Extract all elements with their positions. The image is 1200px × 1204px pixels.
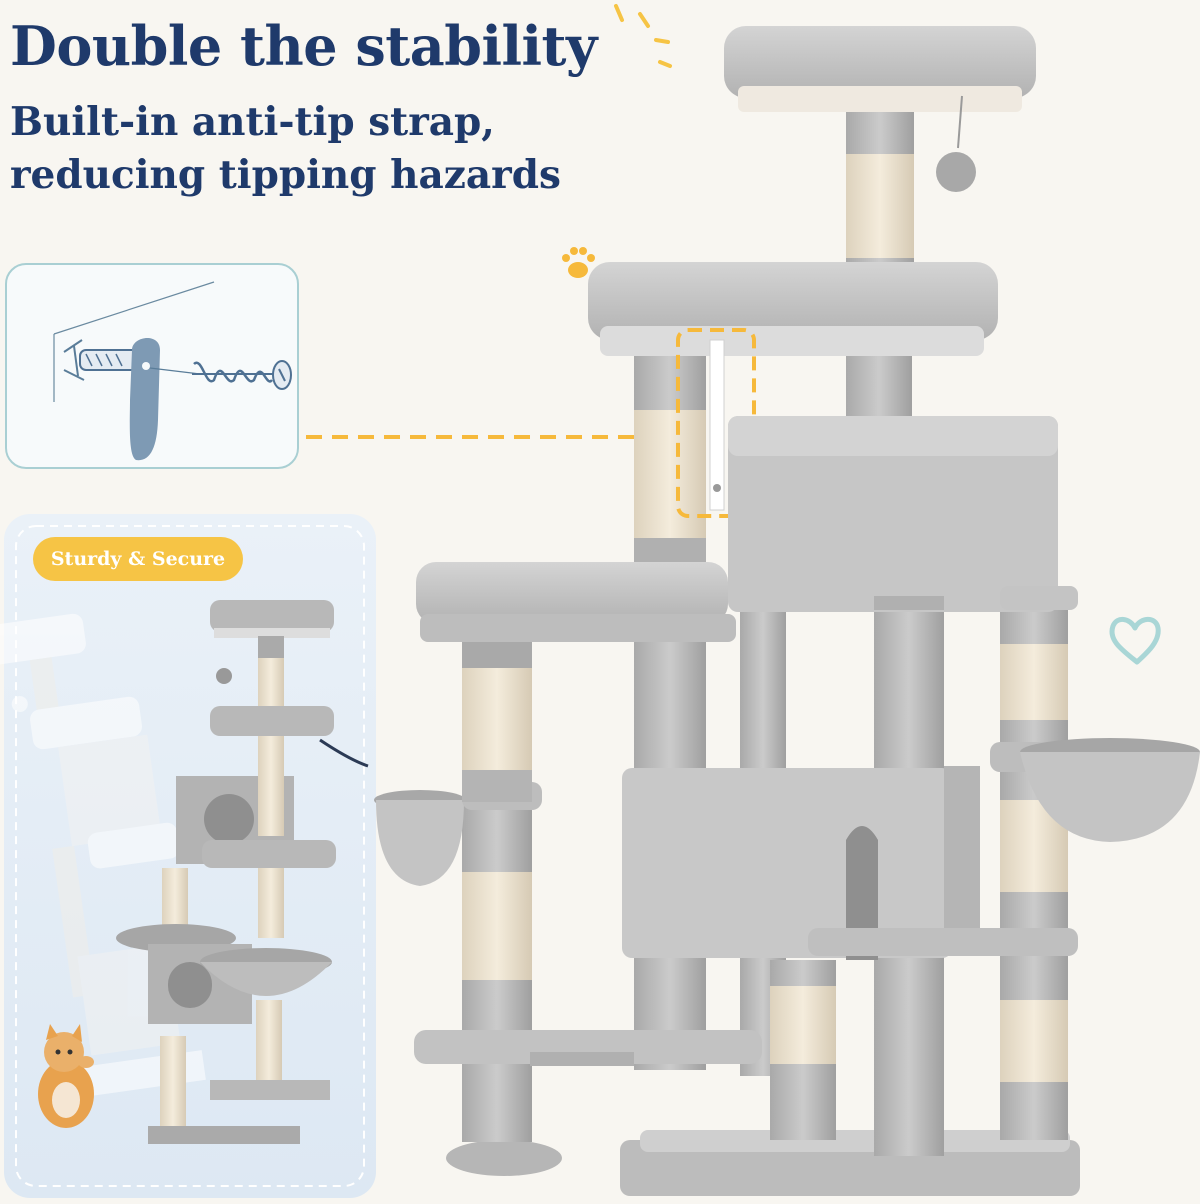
subtitle-line-2: reducing tipping hazards bbox=[10, 152, 561, 198]
tipping-tree-ghost bbox=[0, 613, 206, 1100]
paw-icon bbox=[562, 247, 595, 278]
cat-icon bbox=[38, 1024, 94, 1128]
decoration-sparkle-strokes bbox=[614, 4, 672, 68]
screw-icon bbox=[192, 360, 292, 390]
stability-comparison-panel bbox=[0, 514, 376, 1198]
subtitle-line-1: Built-in anti-tip strap, bbox=[10, 99, 495, 145]
anti-tip-strap-callout bbox=[5, 263, 299, 469]
heart-icon bbox=[1109, 616, 1161, 665]
stable-tree-mini bbox=[116, 600, 369, 1144]
headline-subtitle: Built-in anti-tip strap, reducing tippin… bbox=[10, 96, 561, 202]
wall-anchor-icon bbox=[53, 281, 215, 402]
cat-tree-product bbox=[374, 26, 1200, 1196]
sturdy-secure-badge: Sturdy & Secure bbox=[33, 537, 243, 581]
headline-title: Double the stability bbox=[10, 14, 597, 78]
